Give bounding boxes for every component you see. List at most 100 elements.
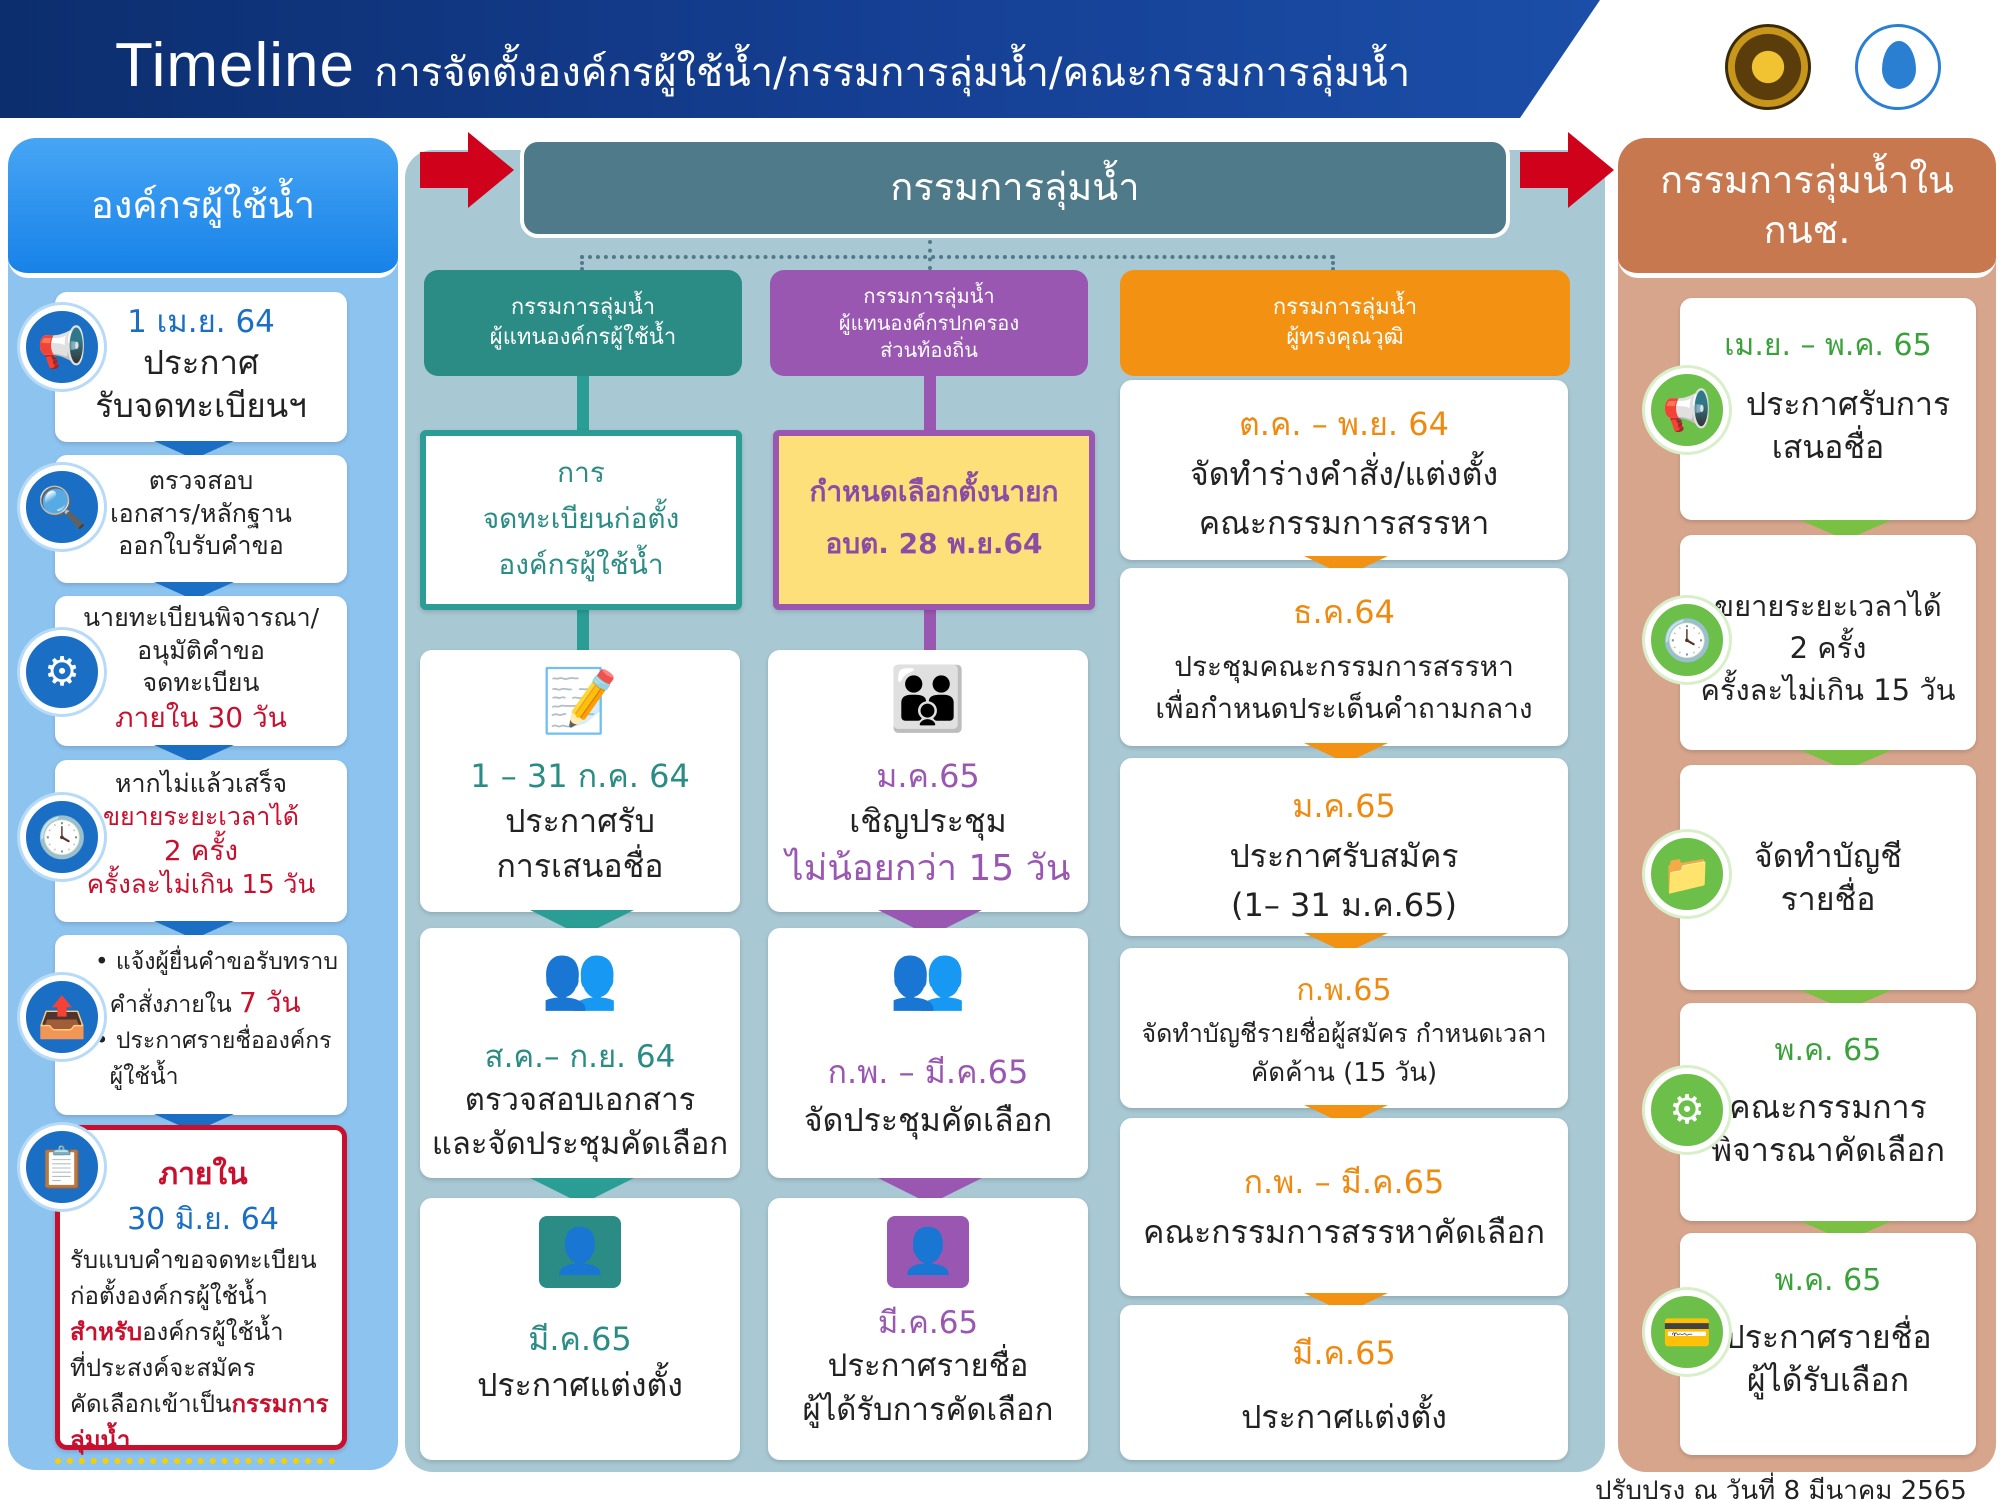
mid-a-box-line3: องค์กรผู้ใช้น้ำ bbox=[498, 548, 664, 582]
mid-b-box-line2: อบต. 28 พ.ย.64 bbox=[825, 526, 1043, 560]
mid-c-step-meeting: ธ.ค.64 ประชุมคณะกรรมการสรรหา เพื่อกำหนดป… bbox=[1120, 568, 1568, 746]
folder-list-icon: 📁 bbox=[1645, 832, 1729, 916]
left-step5-line3: • ประกาศรายชื่อองค์กร bbox=[95, 1028, 332, 1055]
middle-column-title: กรรมการลุ่มน้ำ bbox=[520, 138, 1510, 238]
sub3-line1: กรรมการลุ่มน้ำ bbox=[1272, 295, 1418, 321]
mid-c-step-applications: ม.ค.65 ประกาศรับสมัคร (1– 31 ม.ค.65) bbox=[1120, 758, 1568, 936]
mid-a-step-appoint: 👤 มี.ค.65 ประกาศแต่งตั้ง bbox=[420, 1198, 740, 1460]
left-step-deadline: ภายใน 30 มิ.ย. 64 รับแบบคำขอจดทะเบียน ก่… bbox=[55, 1125, 347, 1454]
connector-dots-center bbox=[928, 240, 932, 270]
connector-dots bbox=[580, 255, 1335, 271]
right-step1-line2: เสนอชื่อ bbox=[1771, 427, 1885, 466]
left-step2-line3: ออกใบรับคำขอ bbox=[118, 531, 284, 560]
mid-b-step-announce: 👤 มี.ค.65 ประกาศรายชื่อ ผู้ได้รับการคัดเ… bbox=[768, 1198, 1088, 1460]
emblem-logo bbox=[1725, 24, 1811, 110]
megaphone-icon: 📢 bbox=[20, 305, 104, 389]
title-th: การจัดตั้งองค์กรผู้ใช้น้ำ/กรรมการลุ่มน้ำ… bbox=[374, 50, 1411, 96]
left-step6-line2: 30 มิ.ย. 64 bbox=[127, 1202, 279, 1237]
chevron-down-icon bbox=[154, 582, 234, 600]
chevron-down-icon bbox=[154, 441, 234, 459]
mid-a2-line2: และจัดประชุมคัดเลือก bbox=[431, 1125, 729, 1162]
brain-gear-icon: ⚙ bbox=[20, 630, 104, 714]
mid-c5-date: ก.พ. – มี.ค.65 bbox=[1243, 1163, 1445, 1201]
water-drop-logo bbox=[1855, 24, 1941, 110]
left-step-announce: 1 เม.ย. 64 ประกาศ รับจดทะเบียนฯ bbox=[55, 292, 347, 442]
mid-b-box-line1: กำหนดเลือกตั้งนายก bbox=[809, 475, 1059, 508]
right-step2-line3: ครั้งละไม่เกิน 15 วัน bbox=[1700, 673, 1956, 708]
sub1-line2: ผู้แทนองค์กรผู้ใช้น้ำ bbox=[489, 325, 677, 350]
sub2-line1: กรรมการลุ่มน้ำ bbox=[863, 283, 995, 308]
person-badge-icon: 👤 bbox=[539, 1216, 621, 1288]
mid-b3-date: มี.ค.65 bbox=[877, 1305, 979, 1341]
left-step2-line1: ตรวจสอบ bbox=[148, 466, 254, 495]
sub2-line2: ผู้แทนองค์กรปกครอง bbox=[838, 310, 1020, 335]
left-step6-line7: คัดเลือกเข้าเป็นกรรมการ bbox=[70, 1390, 329, 1418]
right-step5-line2: ผู้ได้รับเลือก bbox=[1746, 1360, 1910, 1399]
left-step6-line3: รับแบบคำขอจดทะเบียน bbox=[70, 1246, 317, 1274]
mid-a-box-line1: การ bbox=[557, 456, 605, 489]
mid-b3-line1: ประกาศรายชื่อ bbox=[827, 1348, 1029, 1385]
arrow-mid-to-right-shaft bbox=[1520, 152, 1572, 188]
mid-a-step-verify: 👥 ส.ค.– ก.ย. 64 ตรวจสอบเอกสาร และจัดประช… bbox=[420, 928, 740, 1178]
meeting-people-icon: 👥 bbox=[541, 940, 619, 1013]
mid-c2-date: ธ.ค.64 bbox=[1293, 593, 1395, 631]
left-step3-line2: อนุมัติคำขอ bbox=[137, 635, 265, 665]
left-step4-line1: หากไม่แล้วเสร็จ bbox=[114, 769, 288, 798]
mid-b-step-selection: 👥 ก.พ. – มี.ค.65 จัดประชุมคัดเลือก bbox=[768, 928, 1088, 1178]
mid-b1-line1: เชิญประชุม bbox=[849, 801, 1007, 840]
chevron-down-icon bbox=[154, 745, 234, 763]
right-step-announce: พ.ค. 65 ประกาศรายชื่อ ผู้ได้รับเลือก bbox=[1680, 1233, 1976, 1455]
mid-c4-line1: จัดทำบัญชีรายชื่อผู้สมัคร กำหนดเวลา bbox=[1141, 1018, 1547, 1048]
right-step1-date: เม.ย. – พ.ค. 65 bbox=[1724, 328, 1932, 363]
mid-c3-date: ม.ค.65 bbox=[1292, 787, 1396, 825]
left-step2-line2: เอกสาร/หลักฐาน bbox=[110, 498, 292, 528]
mid-a-registration-box: การ จดทะเบียนก่อตั้ง องค์กรผู้ใช้น้ำ bbox=[420, 430, 742, 610]
mid-a1-line2: การเสนอชื่อ bbox=[496, 846, 664, 885]
mid-a3-date: มี.ค.65 bbox=[528, 1320, 632, 1358]
mid-c4-date: ก.พ.65 bbox=[1296, 973, 1392, 1008]
left-step5-line1: • แจ้งผู้ยื่นคำขอรับทราบ bbox=[95, 949, 338, 975]
header-bar bbox=[0, 0, 1600, 118]
mid-c1-date: ต.ค. – พ.ย. 64 bbox=[1239, 405, 1449, 443]
right-step5-date: พ.ค. 65 bbox=[1774, 1263, 1882, 1298]
left-step6-line1: ภายใน bbox=[158, 1157, 248, 1192]
mid-c-step-draft-order: ต.ค. – พ.ย. 64 จัดทำร่างคำสั่ง/แต่งตั้ง … bbox=[1120, 380, 1568, 560]
mid-c4-line2: คัดค้าน (15 วัน) bbox=[1250, 1058, 1438, 1089]
title-en: Timeline bbox=[115, 31, 355, 100]
mid-a3-line1: ประกาศแต่งตั้ง bbox=[477, 1366, 683, 1405]
left-step3-line3: จดทะเบียน bbox=[142, 668, 260, 697]
brain-gear-icon: ⚙ bbox=[1645, 1068, 1729, 1152]
right-step2-line1: ขยายระยะเวลาได้ bbox=[1714, 589, 1942, 623]
arrow-mid-to-right-icon bbox=[1568, 132, 1614, 208]
mid-c2-line1: ประชุมคณะกรรมการสรรหา bbox=[1174, 650, 1514, 683]
mid-c1-line1: จัดทำร่างคำสั่ง/แต่งตั้ง bbox=[1189, 454, 1499, 493]
mid-a1-date: 1 – 31 ก.ค. 64 bbox=[470, 757, 690, 795]
mid-a-step-nomination: 📝 1 – 31 ก.ค. 64 ประกาศรับ การเสนอชื่อ bbox=[420, 650, 740, 912]
left-step-notify: • แจ้งผู้ยื่นคำขอรับทราบ คำสั่งภายใน 7 ว… bbox=[55, 935, 347, 1115]
clock-icon: 🕓 bbox=[1645, 598, 1729, 682]
left-step4-line2: ขยายระยะเวลาได้ bbox=[102, 801, 300, 831]
left-column-title: องค์กรผู้ใช้น้ำ bbox=[8, 138, 398, 278]
mid-c3-line1: ประกาศรับสมัคร bbox=[1229, 836, 1459, 875]
mid-a-box-line2: จดทะเบียนก่อตั้ง bbox=[482, 502, 680, 536]
mid-c6-date: มี.ค.65 bbox=[1292, 1334, 1396, 1372]
mid-c6-line1: ประกาศแต่งตั้ง bbox=[1241, 1397, 1447, 1436]
right-step5-line1: ประกาศรายชื่อ bbox=[1724, 1317, 1932, 1356]
left-step5-line2: คำสั่งภายใน 7 วัน bbox=[109, 985, 301, 1019]
right-step-extend: ขยายระยะเวลาได้ 2 ครั้ง ครั้งละไม่เกิน 1… bbox=[1680, 535, 1976, 750]
conference-table-icon: 👪 bbox=[889, 662, 967, 735]
update-footnote: ปรับปรุง ณ วันที่ 8 มีนาคม 2565 bbox=[1595, 1476, 1967, 1500]
sub-header-local-gov-rep: กรรมการลุ่มน้ำ ผู้แทนองค์กรปกครอง ส่วนท้… bbox=[770, 270, 1088, 376]
arrow-left-to-mid-shaft bbox=[420, 152, 472, 188]
mid-b-election-box: กำหนดเลือกตั้งนายก อบต. 28 พ.ย.64 bbox=[773, 430, 1095, 610]
right-column-title: กรรมการลุ่มน้ำใน กนช. bbox=[1618, 138, 1996, 278]
meeting-people-icon: 👥 bbox=[889, 940, 967, 1013]
right-step4-line2: พิจารณาคัดเลือก bbox=[1711, 1130, 1945, 1169]
left-step5-line4: ผู้ใช้น้ำ bbox=[109, 1063, 179, 1090]
mid-b-step-invite: 👪 ม.ค.65 เชิญประชุม ไม่น้อยกว่า 15 วัน bbox=[768, 650, 1088, 912]
search-icon: 🔍 bbox=[20, 465, 104, 549]
clock-icon: 🕓 bbox=[20, 795, 104, 879]
document-upload-icon: 📤 bbox=[20, 975, 104, 1059]
left-step3-line1: นายทะเบียนพิจารณา/ bbox=[82, 603, 320, 632]
mid-c2-line2: เพื่อกำหนดประเด็นคำถามกลาง bbox=[1155, 692, 1533, 725]
